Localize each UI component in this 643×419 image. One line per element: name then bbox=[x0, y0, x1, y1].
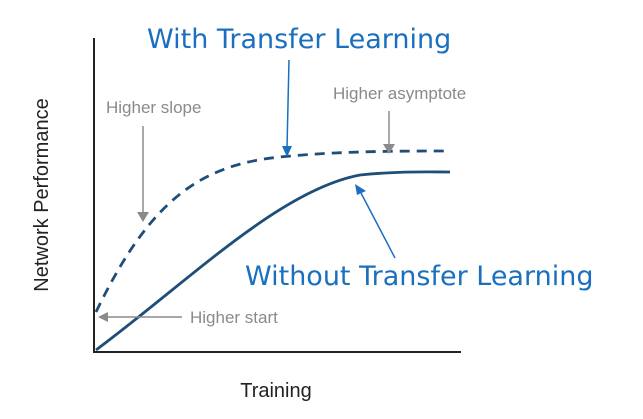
x-axis-label: Training bbox=[240, 380, 312, 402]
without-transfer-curve bbox=[95, 170, 451, 352]
y-axis-label: Network Performance bbox=[31, 98, 53, 291]
higher-start-arrowhead bbox=[98, 312, 108, 322]
without-transfer-pointer bbox=[360, 192, 396, 259]
with-transfer-label: With Transfer Learning bbox=[147, 24, 451, 55]
with-transfer-pointer-head bbox=[282, 146, 292, 157]
without-transfer-label: Without Transfer Learning bbox=[245, 261, 593, 292]
with-transfer-pointer bbox=[286, 59, 290, 149]
higher-slope-label: Higher slope bbox=[106, 98, 201, 117]
higher-asymptote-label: Higher asymptote bbox=[333, 84, 466, 103]
higher-asymptote-arrowhead bbox=[383, 144, 395, 154]
without-transfer-pointer-head bbox=[355, 184, 366, 195]
higher-start-label: Higher start bbox=[190, 308, 278, 327]
higher-slope-arrowhead bbox=[137, 212, 149, 222]
with-transfer-curve bbox=[94, 149, 451, 313]
